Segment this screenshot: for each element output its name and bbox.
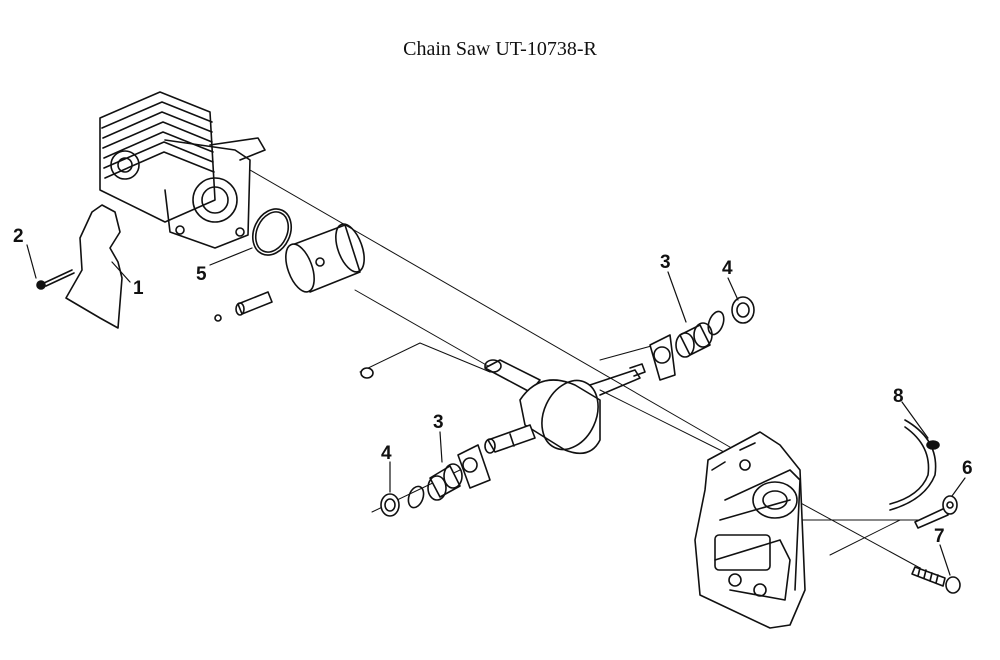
- snap-ring-left: [407, 485, 425, 509]
- wrist-pin: [214, 291, 273, 322]
- seal-right: [731, 296, 755, 324]
- callout-8: 8: [893, 386, 904, 407]
- seal-left: [380, 493, 400, 517]
- bearing-left: [427, 463, 463, 501]
- piston: [285, 223, 365, 293]
- assembly-axis-lines: [249, 169, 931, 569]
- callout-3-lower: 3: [433, 412, 444, 433]
- callout-5: 5: [196, 264, 207, 285]
- cover-plate: [65, 204, 123, 329]
- callout-2: 2: [13, 226, 24, 247]
- piston-ring: [251, 208, 293, 256]
- seal-plate-right: [649, 334, 676, 381]
- callout-labels: 1 2 3 4 5 3 4 8 6 7: [13, 226, 973, 547]
- snap-ring-right: [707, 310, 725, 336]
- diagram-title: Chain Saw UT-10738-R: [403, 38, 597, 60]
- leader-lines: [26, 244, 966, 576]
- callout-6: 6: [962, 458, 973, 479]
- callout-7: 7: [934, 526, 945, 547]
- bearing-right: [675, 322, 713, 358]
- cylinder: [99, 91, 266, 249]
- screw-part-7: [911, 566, 961, 594]
- screw-part-2: [36, 269, 75, 290]
- needle-bearing-small: [360, 367, 374, 379]
- bolt-part-6: [914, 495, 958, 529]
- crankcase: [694, 431, 806, 629]
- fuel-line: [889, 419, 940, 511]
- crankshaft: [484, 359, 646, 455]
- callout-3-upper: 3: [660, 252, 671, 273]
- callout-4-lower: 4: [381, 443, 392, 464]
- seal-plate-left: [457, 444, 491, 489]
- callout-1: 1: [133, 278, 144, 299]
- callout-4-upper: 4: [722, 258, 733, 279]
